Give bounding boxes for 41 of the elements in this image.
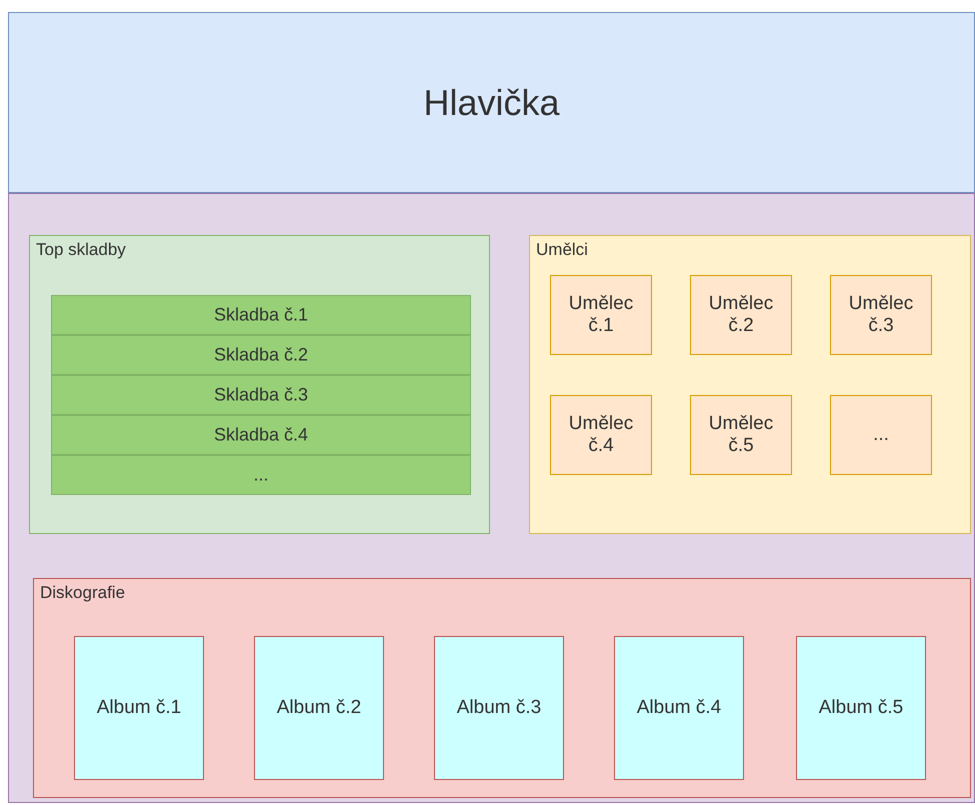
item-label: Skladba č.2: [212, 344, 310, 366]
item-label: ...: [872, 424, 890, 446]
item-label: Album č.2: [276, 697, 362, 719]
item-label: Umělec č.3: [848, 293, 914, 337]
item-label: ...: [252, 464, 270, 486]
item-label: Umělec č.5: [708, 413, 774, 457]
list-row: [51, 335, 471, 375]
item-label: Album č.4: [636, 697, 722, 719]
header-band: [8, 12, 975, 193]
section-title: Top skladby: [36, 240, 126, 260]
item-label: Umělec č.1: [568, 293, 634, 337]
album-card: [254, 636, 384, 780]
album-card: [74, 636, 204, 780]
album-card: [614, 636, 744, 780]
artist-card: [690, 395, 792, 475]
artist-card: [690, 275, 792, 355]
artist-card: [830, 395, 932, 475]
list-row: [51, 415, 471, 455]
item-label: Skladba č.3: [212, 384, 310, 406]
list-row: [51, 295, 471, 335]
item-label: Album č.5: [818, 697, 904, 719]
item-label: Umělec č.2: [708, 293, 774, 337]
section-title: Diskografie: [40, 583, 126, 603]
body-panel: [8, 193, 975, 803]
section-panel: [529, 235, 971, 534]
section-panel: [33, 578, 971, 798]
item-label: Album č.1: [96, 697, 182, 719]
section-title: Umělci: [536, 240, 588, 260]
section-panel: [29, 235, 490, 534]
item-label: Album č.3: [456, 697, 542, 719]
item-label: Skladba č.1: [212, 304, 310, 326]
artist-card: [550, 395, 652, 475]
item-label: Skladba č.4: [212, 424, 310, 446]
list-row: [51, 455, 471, 495]
header-title: Hlavička: [422, 82, 561, 124]
item-label: Umělec č.4: [568, 413, 634, 457]
artist-card: [830, 275, 932, 355]
artist-card: [550, 275, 652, 355]
album-card: [434, 636, 564, 780]
album-card: [796, 636, 926, 780]
list-row: [51, 375, 471, 415]
